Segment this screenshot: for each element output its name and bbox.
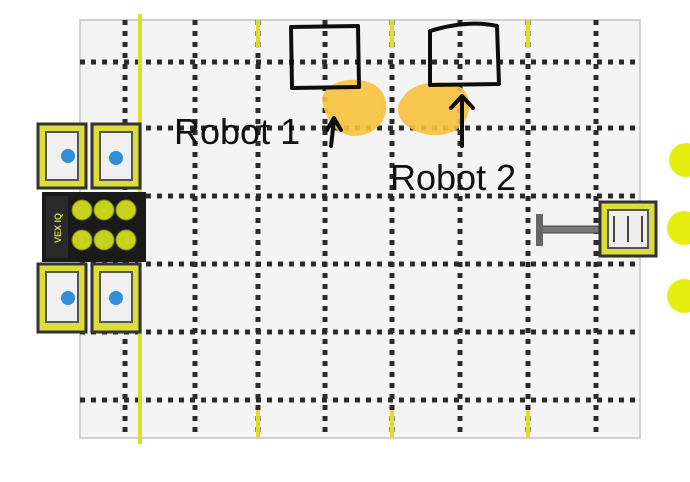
hand-drawn-boxes [289, 21, 501, 90]
ball-icon [669, 143, 690, 177]
arrow-up-icon [449, 94, 475, 148]
robot1-label: Robot 1 [174, 111, 301, 152]
hand-drawn-arrows [325, 94, 475, 148]
blue-marker-icon [109, 291, 123, 305]
blue-marker-icon [61, 291, 75, 305]
vex-logo: VEX IQ [53, 213, 63, 243]
square-outline-icon [428, 21, 501, 87]
ball-icon [667, 279, 690, 313]
square-outline-icon [289, 24, 361, 90]
ball-icon [667, 211, 690, 245]
highlight-blob-robot2 [397, 82, 470, 136]
left-goal-structure: VEX IQ [36, 122, 146, 334]
robot-icon [536, 200, 658, 258]
blue-marker-icon [61, 149, 75, 163]
stored-balls [71, 199, 137, 251]
field-balls [667, 143, 690, 313]
blue-marker-icon [109, 151, 123, 165]
arrow-up-icon [325, 116, 343, 148]
robot2-label: Robot 2 [390, 157, 517, 198]
